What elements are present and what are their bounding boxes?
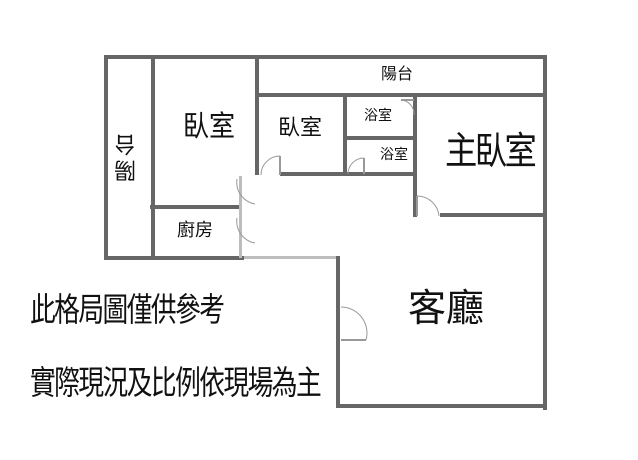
wall-top [104, 55, 546, 59]
wall-kitchen-right [239, 176, 242, 258]
wall-right-upper [543, 55, 547, 410]
wall-master-bottom [440, 213, 546, 217]
wall-bath-right [413, 95, 417, 217]
wall-left [104, 55, 108, 260]
room-label-balcony-left: 陽台 [115, 130, 140, 182]
disclaimer-line-1: 此格局圖僅供參考 [30, 290, 225, 329]
wall-bottom-mid [244, 256, 340, 259]
wall-living-left [336, 256, 340, 408]
wall-bath-middle [343, 136, 415, 140]
wall-bedroom1-right [255, 55, 259, 175]
door-bedroom2 [260, 155, 281, 176]
wall-kitchen-top [150, 205, 240, 209]
wall-bottom-left [104, 256, 244, 260]
room-label-kitchen: 廚房 [177, 220, 213, 241]
room-label-bathroom-2: 浴室 [380, 147, 408, 163]
room-label-master-bedroom: 主臥室 [445, 129, 537, 173]
room-label-bathroom-1: 浴室 [364, 108, 392, 124]
door-living-room [340, 306, 368, 341]
wall-balcony-left-divider [151, 55, 155, 260]
wall-living-bottom [336, 404, 547, 408]
door-kitchen [236, 217, 256, 244]
room-label-bedroom-1: 臥室 [182, 109, 236, 143]
wall-bath-left [343, 95, 347, 176]
wall-balcony-top-bottom [255, 93, 545, 97]
door-bedroom1 [236, 178, 256, 205]
door-master-bedroom [416, 195, 440, 217]
room-label-balcony-top: 陽台 [381, 64, 414, 83]
disclaimer-line-2: 實際現況及比例依現場為主 [30, 363, 322, 402]
door-bathroom1 [400, 99, 415, 116]
room-label-bedroom-2: 臥室 [278, 116, 323, 141]
room-label-living-room: 客廳 [408, 286, 485, 330]
door-bathroom2 [347, 157, 365, 175]
